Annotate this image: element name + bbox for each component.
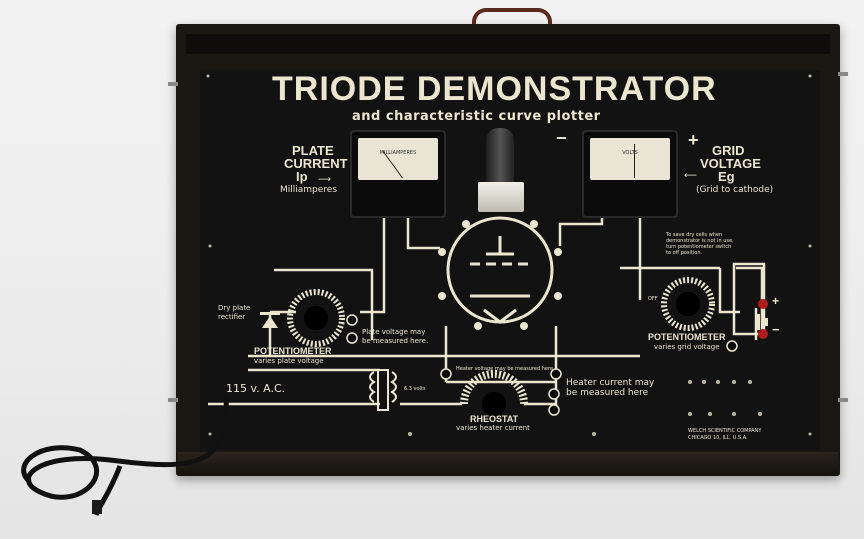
grid-arrow-icon: ⟵ (684, 171, 697, 181)
grid-potentiometer-knob[interactable] (676, 292, 700, 316)
plate-current-meter: MILLIAMPERES (350, 130, 446, 218)
plus-sign: + (688, 130, 699, 150)
plate-label-line1: PLATE (292, 143, 334, 158)
grid-label-line2: VOLTAGE (700, 156, 761, 171)
panel-title: TRIODE DEMONSTRATOR (272, 70, 717, 108)
hinge-right-top (838, 72, 848, 76)
heater-voltage-note: Heater voltage may be measured here. (456, 366, 555, 372)
grid-voltage-meter: VOLTS (582, 130, 678, 218)
plate-symbol: Ip (296, 169, 308, 184)
grid-note: (Grid to cathode) (696, 185, 774, 195)
grid-symbol: Eg (718, 169, 735, 184)
pot-right-caption: varies grid voltage (654, 343, 720, 351)
rheostat-title: RHEOSTAT (470, 414, 519, 424)
plate-unit: Milliamperes (280, 185, 338, 195)
manufacturer-label: WELCH SCIENTIFIC COMPANY CHICAGO 10, ILL… (688, 428, 762, 441)
transformer-volts: 6.3 volts (404, 386, 426, 392)
hinge-left-bottom (168, 398, 178, 402)
plate-voltage-note: Plate voltage may be measured here. (362, 328, 429, 345)
case-rim (186, 34, 830, 54)
vacuum-tube (486, 128, 514, 184)
pot-right-title: POTENTIOMETER (648, 332, 726, 342)
pot-left-caption: varies plate voltage (254, 357, 324, 365)
ac-label: 115 v. A.C. (226, 382, 286, 395)
plate-potentiometer-knob[interactable] (304, 306, 328, 330)
plate-meter-face-label: MILLIAMPERES (379, 150, 417, 156)
tube-socket[interactable] (478, 182, 524, 212)
rectifier-label: Dry plate rectifier (218, 304, 251, 321)
battery-minus: − (772, 322, 780, 337)
hinge-right-bottom (838, 398, 848, 402)
grid-label-line1: GRID (712, 143, 745, 158)
off-label: OFF (648, 296, 658, 302)
carry-handle[interactable] (472, 8, 552, 32)
plate-arrow-icon: ⟶ (318, 175, 331, 185)
hinge-left-top (168, 82, 178, 86)
rheostat-knob[interactable] (482, 392, 506, 416)
grid-meter-face-label: VOLTS (622, 150, 638, 156)
minus-sign: − (556, 128, 567, 148)
rheostat-caption: varies heater current (456, 424, 530, 432)
panel-subtitle: and characteristic curve plotter (352, 109, 601, 124)
pot-left-title: POTENTIOMETER (254, 346, 332, 356)
plate-label-line2: CURRENT (284, 156, 348, 171)
dry-cells-note: To save dry cells when demonstrator is n… (666, 232, 734, 256)
heater-current-note: Heater current may be measured here (566, 378, 655, 398)
grid-meter-needle (634, 144, 635, 178)
battery-plus: + (772, 294, 780, 308)
case-base (178, 452, 838, 476)
